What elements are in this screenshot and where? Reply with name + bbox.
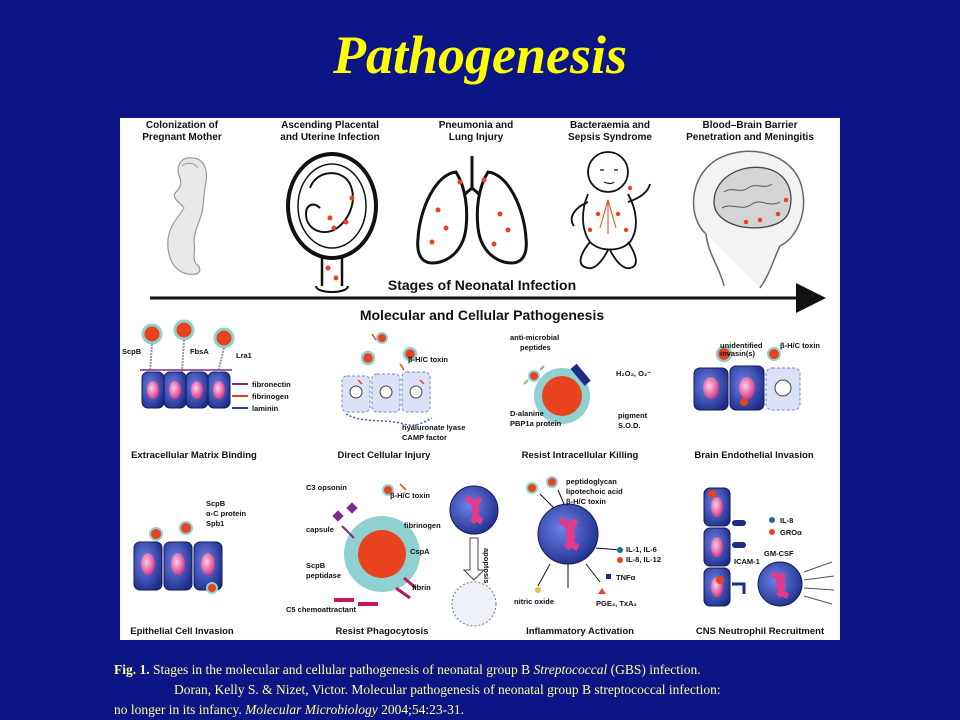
brain-illustration (692, 150, 805, 289)
caption-line-1: Fig. 1. Stages in the molecular and cell… (114, 660, 954, 680)
stage-1-title-line2: Pregnant Mother (142, 132, 222, 143)
caption-text-3i: Molecular Microbiology (245, 702, 378, 717)
phago-toxin-label: β-H/C toxin (390, 491, 430, 500)
ecm-label-lra1: Lra1 (236, 351, 252, 360)
phago-apoptosis-label: apoptosis (482, 548, 491, 583)
stage-5-title-line2: Penetration and Meningitis (686, 132, 814, 143)
inflam-pg-label-3: β-H/C toxin (566, 497, 606, 506)
cns-il8-label: IL-8 (780, 516, 793, 525)
inflam-pge-label: PGE₂, TxA₂ (596, 599, 637, 608)
panel-resist-phagocytosis: C3 opsonin β-H/C toxin capsule fibrinoge… (286, 483, 499, 637)
ecm-legend-laminin: laminin (252, 404, 279, 413)
stage-1-title-line1: Colonization of (146, 120, 219, 131)
stage-5-title-line1: Blood–Brain Barrier (702, 120, 797, 131)
caption-text-3b: 2004;54:23-31. (377, 702, 464, 717)
phago-capsule-label: capsule (306, 525, 334, 534)
brain-caption: Brain Endothelial Invasion (694, 450, 813, 461)
caption-fig-label: Fig. 1. (114, 662, 150, 677)
panel-cns-neutrophil-recruitment: IL-8 GROα ICAM-1 GM-CSF CNS Neutrophil R… (696, 487, 835, 637)
intracellular-h2o2-label: H₂O₂, O₂⁻ (616, 369, 651, 378)
stage-3-title-line2: Lung Injury (449, 132, 504, 143)
inflam-caption: Inflammatory Activation (526, 626, 634, 637)
intracellular-pigment-label-2: S.O.D. (618, 421, 641, 430)
direct-toxin-label: β-H/C toxin (408, 355, 448, 364)
panel-epithelial-cell-invasion: ScpB α-C protein Spb1 Epithelial Cell In… (130, 499, 246, 637)
figure-caption: Fig. 1. Stages in the molecular and cell… (114, 660, 954, 720)
inflam-pg-label-2: lipotechoic acid (566, 487, 623, 496)
brain-invasin-label-2: invasin(s) (720, 349, 756, 358)
direct-caption: Direct Cellular Injury (338, 450, 432, 461)
stage-2-title-line2: and Uterine Infection (280, 132, 379, 143)
ecm-caption: Extracellular Matrix Binding (131, 450, 257, 461)
ecm-cells (141, 371, 231, 409)
phago-scpb-label-1: ScpB (306, 561, 326, 570)
inflam-no-label: nitric oxide (514, 597, 554, 606)
inflam-il-label-2: IL-8, IL-12 (626, 555, 661, 564)
ecm-legend-fibronectin: fibronectin (252, 380, 291, 389)
ecm-label-fbsa: FbsA (190, 347, 209, 356)
inflam-tnf-label: TNFα (616, 573, 636, 582)
epithelial-label-2: α-C protein (206, 509, 246, 518)
brain-invasin-label-1: unidentified (720, 341, 763, 350)
panel-extracellular-matrix-binding: ScpB FbsA Lra1 fibronectin fibrinogen la… (122, 319, 291, 461)
panel-inflammatory-activation: peptidoglycan lipotechoic acid β-H/C tox… (514, 476, 661, 637)
section-header: Molecular and Cellular Pathogenesis (360, 307, 605, 323)
intracellular-amp-label-2: peptides (520, 343, 551, 352)
panel-direct-cellular-injury: β-H/C toxin hyaluronate lyase CAMP facto… (338, 332, 465, 461)
cns-icam-label: ICAM-1 (734, 557, 760, 566)
phago-c3-label: C3 opsonin (306, 483, 347, 492)
caption-line-2: Doran, Kelly S. & Nizet, Victor. Molecul… (174, 682, 721, 697)
intracellular-dala-label-2: PBP1a protein (510, 419, 562, 428)
epithelial-label-1: ScpB (206, 499, 226, 508)
stage-4-title-line2: Sepsis Syndrome (568, 132, 652, 143)
phago-cspa-label: CspA (410, 547, 430, 556)
epithelial-label-3: Spb1 (206, 519, 224, 528)
ecm-label-scpb: ScpB (122, 347, 142, 356)
direct-lyase-label-1: hyaluronate lyase (402, 423, 465, 432)
caption-text-1b: (GBS) infection. (607, 662, 701, 677)
stage-2-title-line1: Ascending Placental (281, 120, 379, 131)
intracellular-pigment-label-1: pigment (618, 411, 648, 420)
baby-illustration (570, 151, 651, 270)
caption-text-1a: Stages in the molecular and cellular pat… (149, 662, 534, 677)
stages-arrow: Stages of Neonatal Infection (150, 277, 826, 313)
inflam-pg-label-1: peptidoglycan (566, 477, 617, 486)
stage-titles: Colonization of Pregnant Mother Ascendin… (142, 120, 814, 143)
brain-toxin-label: β-H/C toxin (780, 341, 820, 350)
direct-lyase-label-2: CAMP factor (402, 433, 447, 442)
stages-arrow-label: Stages of Neonatal Infection (388, 277, 576, 293)
panel-resist-intracellular-killing: anti-microbial peptides H₂O₂, O₂⁻ D-alan… (510, 333, 651, 461)
womb-illustration (286, 152, 378, 293)
stage-3-title-line1: Pneumonia and (439, 120, 513, 131)
lungs-illustration (416, 156, 528, 265)
cns-gro-label: GROα (780, 528, 802, 537)
stage-4-title-line1: Bacteraemia and (570, 120, 650, 131)
pregnant-mother-illustration (167, 157, 208, 275)
intracellular-amp-label-1: anti-microbial (510, 333, 559, 342)
intracellular-caption: Resist Intracellular Killing (522, 450, 639, 461)
slide-title: Pathogenesis (332, 25, 628, 85)
phago-caption: Resist Phagocytosis (336, 626, 429, 637)
panel-brain-endothelial-invasion: unidentified invasin(s) β-H/C toxin Brai… (693, 341, 820, 461)
inflam-il-label-1: IL-1, IL-6 (626, 545, 657, 554)
caption-line-3: no longer in its infancy. Molecular Micr… (114, 700, 954, 720)
caption-text-1i: Streptococcal (533, 662, 608, 677)
phago-c5-label: C5 chemoattractant (286, 605, 357, 614)
pathogenesis-figure: Colonization of Pregnant Mother Ascendin… (120, 118, 840, 640)
ecm-legend-fibrinogen: fibrinogen (252, 392, 289, 401)
intracellular-dala-label-1: D-alanine (510, 409, 544, 418)
figure-svg: Colonization of Pregnant Mother Ascendin… (122, 120, 835, 637)
cns-caption: CNS Neutrophil Recruitment (696, 626, 825, 637)
caption-text-3a: no longer in its infancy. (114, 702, 246, 717)
epithelial-caption: Epithelial Cell Invasion (130, 626, 234, 637)
cns-gmcsf-label: GM-CSF (764, 549, 794, 558)
phago-fibrinogen-label: fibrinogen (404, 521, 441, 530)
phago-scpb-label-2: peptidase (306, 571, 341, 580)
phago-fibrin-label: fibrin (412, 583, 431, 592)
